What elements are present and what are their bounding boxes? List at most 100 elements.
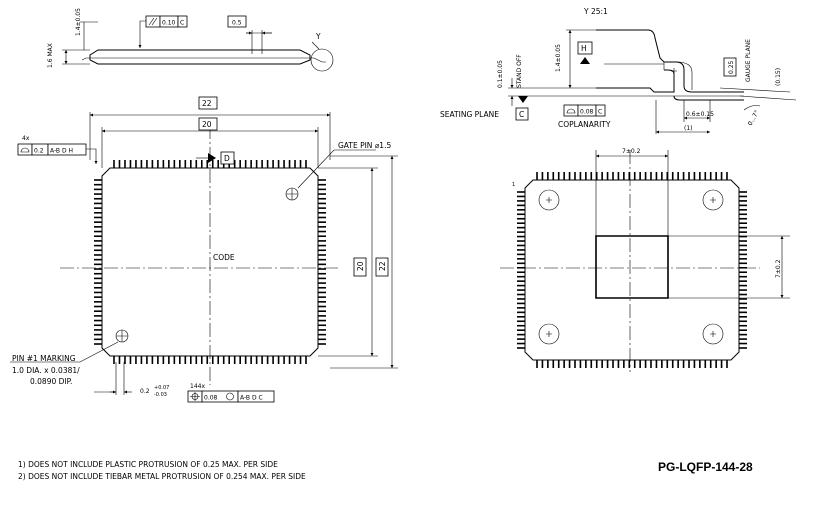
seating-datum: C bbox=[519, 110, 524, 119]
detail-y-circle bbox=[310, 48, 334, 72]
profile-value: 0.2 bbox=[34, 148, 44, 155]
lead bbox=[720, 172, 723, 180]
dim-outer-h-value: 22 bbox=[202, 99, 212, 108]
detail-scale-label: Y 25:1 bbox=[583, 7, 608, 16]
lead bbox=[168, 160, 170, 168]
lead-count: 144x bbox=[190, 383, 205, 390]
h-extension bbox=[89, 112, 331, 168]
lead bbox=[94, 193, 102, 195]
lead bbox=[94, 296, 102, 298]
lead bbox=[129, 356, 132, 364]
lead bbox=[318, 277, 326, 280]
profile-datums: A-B D H bbox=[50, 148, 73, 155]
lead-w-upper: +0.07 bbox=[154, 385, 169, 391]
lead bbox=[677, 360, 679, 368]
lead bbox=[739, 231, 747, 233]
lead bbox=[239, 356, 241, 364]
lead bbox=[318, 263, 326, 266]
lead bbox=[666, 172, 669, 180]
bottom-view: 7±0.2 7±0.2 1 bbox=[500, 148, 790, 372]
parallelism-value: 0.10 bbox=[162, 20, 176, 27]
lead bbox=[536, 172, 538, 180]
lead bbox=[211, 160, 214, 168]
lead bbox=[190, 356, 192, 364]
lead bbox=[94, 183, 102, 186]
lead bbox=[590, 172, 593, 180]
lead bbox=[250, 356, 252, 364]
lead bbox=[318, 240, 326, 242]
lead bbox=[517, 240, 525, 242]
lead bbox=[601, 360, 603, 368]
coplanarity-label: COPLANARITY bbox=[558, 120, 611, 129]
pin1-dia: 1.0 DIA. x 0.0381/ bbox=[12, 366, 80, 375]
lead bbox=[113, 356, 115, 364]
lead bbox=[94, 305, 102, 308]
lead bbox=[283, 160, 285, 168]
lead bbox=[568, 172, 571, 180]
lead bbox=[557, 172, 560, 180]
lead bbox=[94, 207, 102, 209]
lead bbox=[517, 235, 525, 238]
lead bbox=[644, 172, 647, 180]
parallelism-datum: C bbox=[180, 20, 184, 27]
package-title: PG-LQFP-144-28 bbox=[658, 460, 753, 474]
ejector-marks bbox=[538, 189, 724, 345]
lead bbox=[94, 324, 102, 327]
lead bbox=[739, 320, 747, 323]
pin1-dip: 0.0890 DIP. bbox=[30, 377, 72, 386]
lead bbox=[601, 172, 603, 180]
standoff-label: STAND OFF bbox=[516, 54, 523, 88]
lead bbox=[94, 333, 102, 336]
lead bbox=[639, 172, 641, 180]
lead bbox=[179, 356, 181, 364]
side-view: Y 1.6 MAX 1.4±0.05 0.10 C 0.5 bbox=[47, 8, 334, 72]
lead bbox=[173, 160, 176, 168]
lead bbox=[650, 172, 652, 180]
lead bbox=[612, 360, 614, 368]
lead bbox=[129, 160, 132, 168]
lead bbox=[168, 356, 170, 364]
lead bbox=[517, 342, 525, 345]
lead bbox=[266, 160, 269, 168]
lead bbox=[644, 360, 647, 368]
lead bbox=[739, 316, 747, 318]
lead bbox=[233, 160, 236, 168]
lead bbox=[206, 160, 209, 168]
detail-y-marker: Y bbox=[315, 32, 321, 41]
lead bbox=[666, 360, 669, 368]
lead bbox=[726, 360, 728, 368]
lead bbox=[318, 249, 326, 252]
angle-label: 0...7° bbox=[747, 109, 761, 127]
lead bbox=[739, 298, 747, 300]
lead bbox=[517, 195, 525, 198]
lead bbox=[255, 160, 258, 168]
lead bbox=[272, 160, 274, 168]
lead bbox=[94, 343, 102, 345]
lead bbox=[94, 249, 102, 252]
seating-plane-label: SEATING PLANE bbox=[440, 110, 499, 119]
lead bbox=[318, 333, 326, 336]
lead bbox=[633, 360, 636, 368]
lead bbox=[739, 249, 747, 251]
datum-h-triangle bbox=[580, 57, 590, 64]
lead bbox=[305, 356, 307, 364]
lead bbox=[277, 356, 280, 364]
lead bbox=[739, 262, 747, 265]
lead bbox=[704, 172, 707, 180]
lead bbox=[233, 356, 236, 364]
lead bbox=[318, 310, 326, 312]
lead bbox=[283, 356, 285, 364]
lead bbox=[277, 160, 280, 168]
datum-d-triangle bbox=[208, 153, 216, 163]
lead bbox=[699, 360, 701, 368]
lead bbox=[184, 160, 187, 168]
side-lead-ends bbox=[81, 57, 326, 63]
lead bbox=[318, 268, 326, 270]
lead bbox=[211, 356, 214, 364]
detail-view: Y 25:1 H 0.1±0.05 STAND OFF 1.4±0.05 SEA… bbox=[440, 7, 797, 134]
lead bbox=[517, 320, 525, 323]
lead bbox=[162, 356, 165, 364]
lead bbox=[541, 172, 544, 180]
lead bbox=[617, 360, 620, 368]
lead bbox=[318, 315, 326, 317]
